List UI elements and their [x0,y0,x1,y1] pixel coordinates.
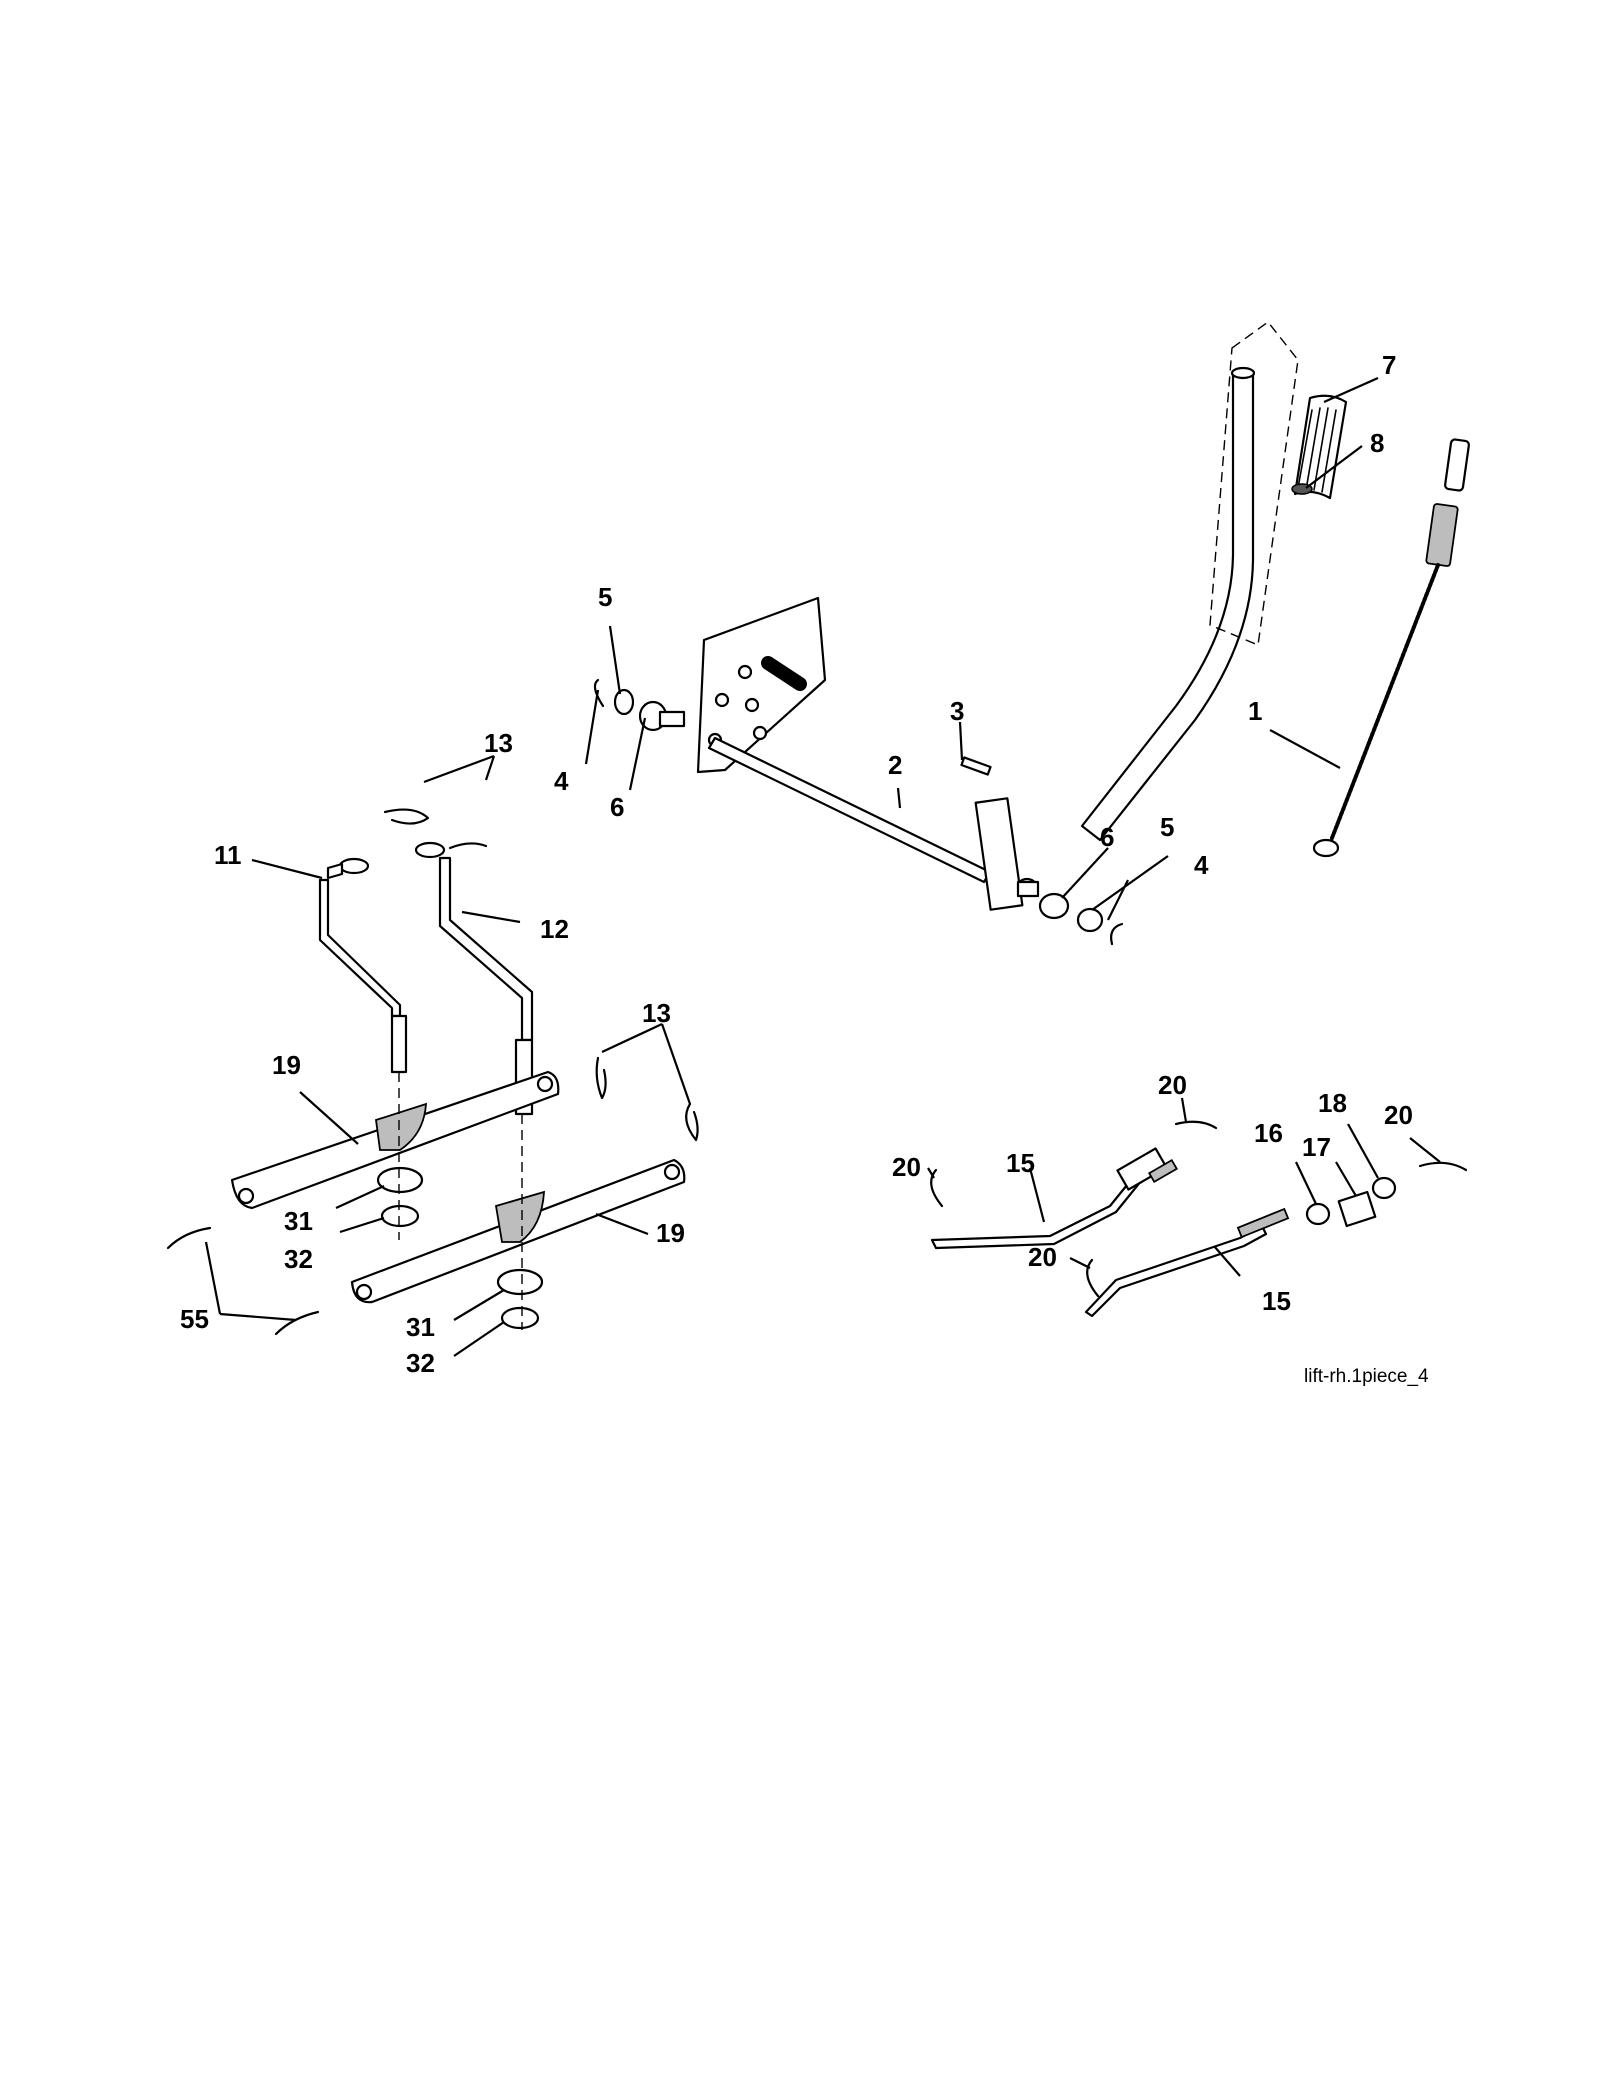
hairpin-clip-13b [448,842,488,850]
callout-19-lower: 19 [656,1218,685,1248]
callout-11: 11 [214,840,242,870]
washer-right [1076,907,1104,933]
washer-31-lower [496,1268,544,1296]
lift-arm-19-lower [350,1158,686,1304]
hairpin-clip-20d [1418,1161,1468,1172]
hairpin-clip-13c [595,1056,607,1100]
right-hardware [1016,880,1124,946]
hairpin-clip-55b [274,1310,320,1336]
callout-17: 17 [1302,1132,1331,1162]
callout-32-lower: 32 [406,1348,435,1378]
lift-shaft [707,736,1038,911]
callout-20-right: 20 [1384,1100,1413,1130]
lift-handle [1080,366,1256,842]
leader-lines [204,376,1441,1357]
callout-6-left: 6 [610,792,624,822]
washer-left [613,688,635,716]
callout-1: 1 [1248,696,1262,726]
nut-32-lower [500,1306,540,1330]
callout-19-upper: 19 [272,1050,301,1080]
handle-grip [1293,394,1348,500]
hairpin-clip-right [1110,922,1124,946]
figure-reference: lift-rh.1piece_4 [1304,1366,1429,1387]
callout-20-mid: 20 [1028,1242,1057,1272]
lift-arm-19-upper [230,1070,560,1210]
callout-31-lower: 31 [406,1312,435,1342]
nut-18 [1371,1176,1397,1200]
callout-5-left: 5 [598,582,612,612]
hairpin-clip-20b [1174,1120,1218,1130]
callout-3: 3 [950,696,964,726]
lift-link-12 [414,841,534,1116]
swivel-block-17 [1337,1190,1377,1228]
adjustment-rod-15-upper [930,1147,1178,1250]
callout-15-lower: 15 [1262,1286,1291,1316]
callout-13-mid: 13 [642,998,671,1028]
callout-8: 8 [1370,428,1384,458]
callout-5-right: 5 [1160,812,1174,842]
callout-15-upper: 15 [1006,1148,1035,1178]
callout-55: 55 [180,1304,209,1334]
adjustment-rod-15-lower [1084,1207,1290,1318]
callout-12: 12 [540,914,569,944]
callout-13-top: 13 [484,728,513,758]
lift-link-11 [318,857,408,1074]
hairpin-clip-left [593,678,605,708]
hairpin-clip-13d [685,1102,699,1142]
callout-4-left: 4 [554,766,569,796]
callout-20-left: 20 [892,1152,921,1182]
grip-phantom-outline [1209,321,1299,646]
left-hardware [593,678,686,732]
callout-2: 2 [888,750,902,780]
callout-16: 16 [1254,1118,1283,1148]
callout-4-right: 4 [1194,850,1209,880]
nut-16 [1305,1202,1331,1226]
washer-31-upper [376,1166,424,1194]
hairpin-clip-55a [166,1226,212,1250]
callout-6-right: 6 [1100,822,1114,852]
hairpin-clip-13a [383,808,430,825]
hairpin-clip-20c [1086,1258,1100,1298]
callout-32-upper: 32 [284,1244,313,1274]
bushing-right [1038,892,1070,920]
callout-20-top: 20 [1158,1070,1187,1100]
roll-pin [960,756,992,776]
callout-31-upper: 31 [284,1206,313,1236]
hairpin-clip-20a [930,1168,944,1208]
callouts: 1 2 3 4 4 5 5 6 6 7 8 11 12 13 13 15 15 … [180,350,1413,1378]
callout-7: 7 [1382,350,1396,380]
nut-32-upper [380,1204,420,1228]
lift-cable [1312,438,1470,858]
callout-18: 18 [1318,1088,1347,1118]
